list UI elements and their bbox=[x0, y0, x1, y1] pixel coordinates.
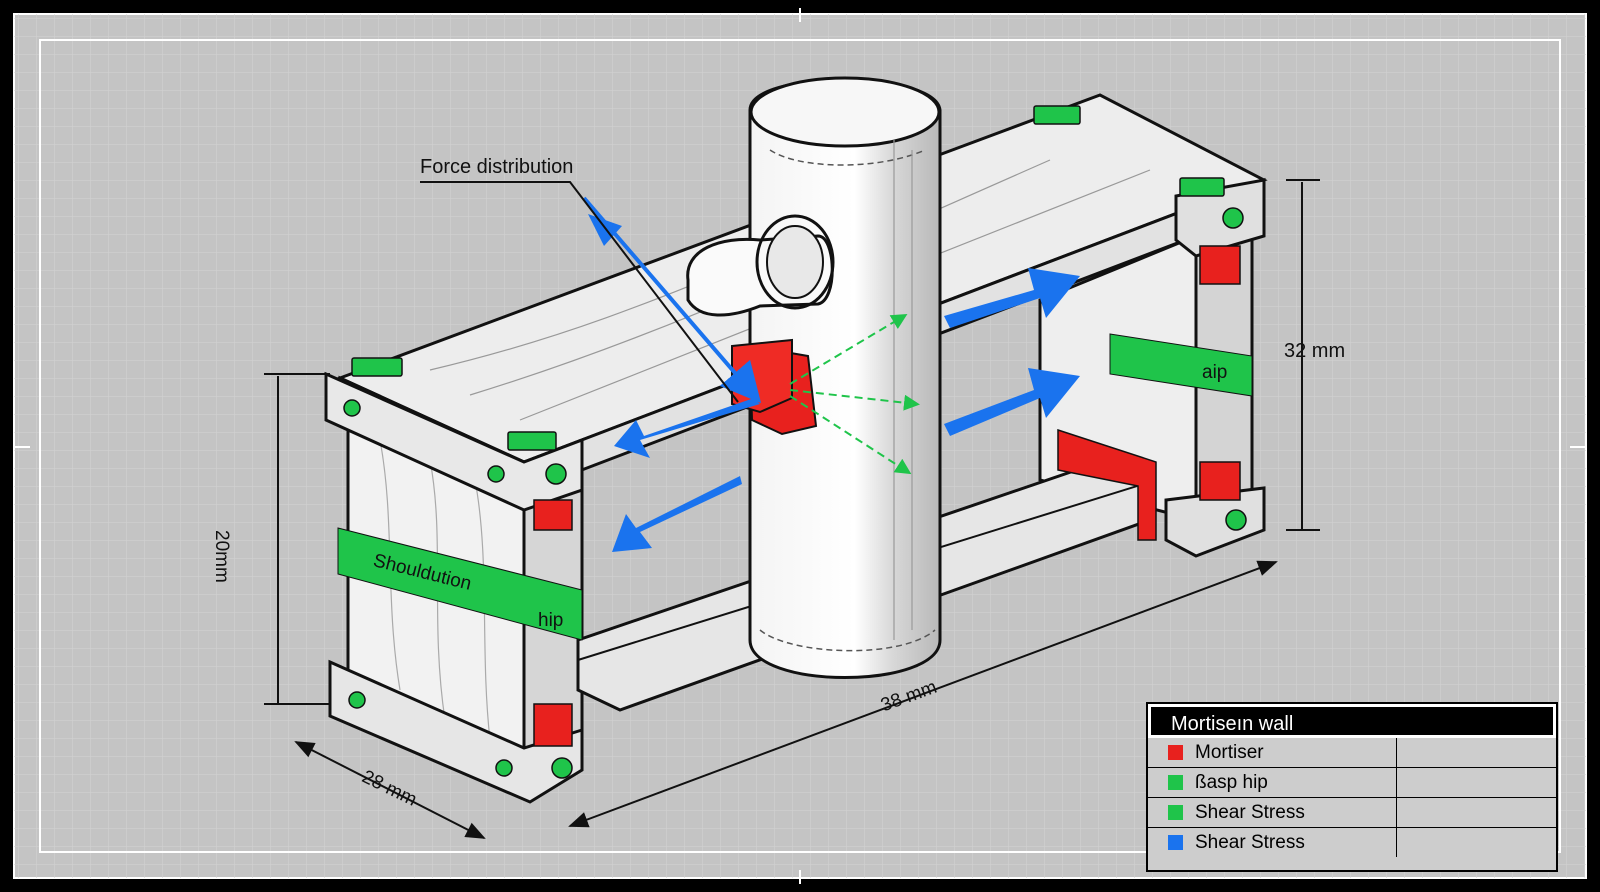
force-arrows bbox=[582, 196, 1080, 552]
shoulder-label-left-2: hip bbox=[538, 610, 564, 631]
inner-border bbox=[39, 39, 1561, 853]
force-leader bbox=[420, 181, 739, 403]
handle bbox=[686, 214, 835, 317]
legend-item-1: ßasp hip bbox=[1148, 768, 1556, 798]
legend-item-3: Shear Stress bbox=[1148, 828, 1556, 857]
legend-swatch-1 bbox=[1168, 775, 1183, 790]
shear-arrows bbox=[789, 313, 920, 475]
corner-markers bbox=[343, 105, 1247, 779]
legend-label-2: Shear Stress bbox=[1195, 801, 1305, 823]
legend-swatch-3 bbox=[1168, 835, 1183, 850]
legend: Mortiseın wall Mortiser ßasp hip Shear S… bbox=[1146, 702, 1558, 872]
legend-swatch-2 bbox=[1168, 805, 1183, 820]
legend-item-2: Shear Stress bbox=[1148, 798, 1556, 828]
front-top-block bbox=[324, 371, 584, 512]
legend-title: Mortiseın wall bbox=[1148, 704, 1556, 738]
height-left-label: 20mm bbox=[211, 530, 232, 583]
legend-swatch-0 bbox=[1168, 745, 1183, 760]
height-right-label: 32 mm bbox=[1284, 340, 1346, 362]
legend-label-0: Mortiser bbox=[1195, 741, 1264, 763]
shoulder-label-right: aip bbox=[1202, 362, 1228, 383]
dimension-lines bbox=[264, 179, 1320, 839]
legend-label-1: ßasp hip bbox=[1195, 771, 1268, 793]
force-distribution-label: Force distribution bbox=[420, 156, 574, 178]
legend-label-3: Shear Stress bbox=[1195, 831, 1305, 853]
legend-item-0: Mortiser bbox=[1148, 738, 1556, 768]
